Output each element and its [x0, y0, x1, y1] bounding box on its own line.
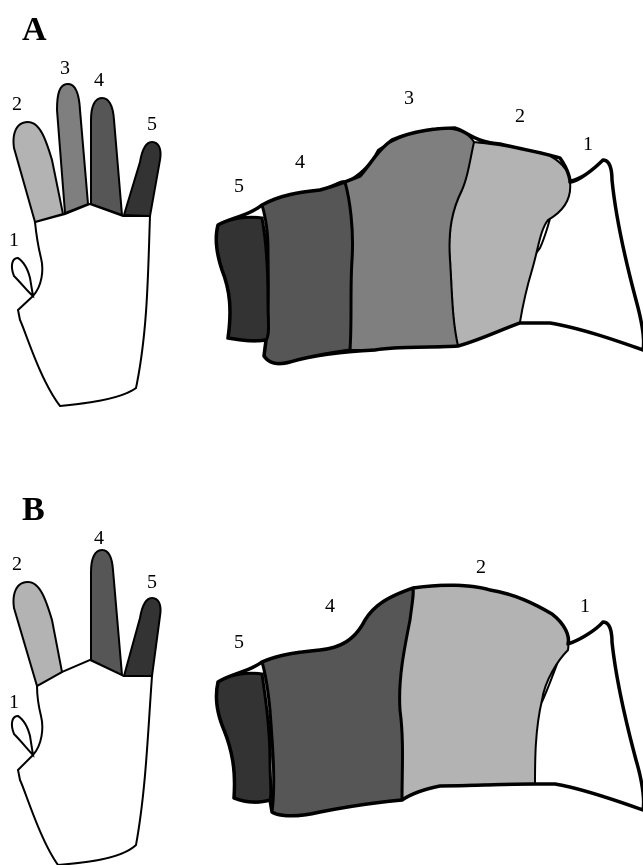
panel-a-hand-label-2: 2 — [12, 93, 22, 115]
panel-b-finger-2 — [14, 582, 62, 686]
panel-a-letter: A — [22, 11, 47, 48]
panel-b-hand-label-1: 1 — [9, 691, 19, 713]
panel-a-hand: 1 2 3 4 5 — [9, 57, 161, 406]
panel-a-map-label-4: 4 — [295, 151, 305, 173]
panel-a-hand-label-3: 3 — [60, 57, 70, 79]
panel-a-map: 5 4 3 2 1 — [216, 87, 643, 364]
panel-a-finger-5 — [124, 142, 161, 216]
panel-b-letter: B — [22, 491, 45, 528]
panel-a-hand-label-1: 1 — [9, 229, 19, 251]
panel-b-hand: 1 2 4 5 — [9, 527, 161, 865]
panel-a-hand-label-4: 4 — [94, 69, 104, 91]
panel-a-hand-thumb — [12, 258, 33, 296]
panel-a-finger-4 — [91, 98, 122, 215]
panel-b-hand-thumb — [12, 716, 33, 755]
panel-a-hand-palm — [18, 204, 150, 406]
panel-a-map-label-1: 1 — [583, 133, 593, 155]
panel-b-map-label-5: 5 — [234, 631, 244, 653]
panel-a-finger-3 — [57, 84, 88, 213]
panel-b-region-4 — [262, 588, 413, 816]
panel-b-finger-5 — [124, 598, 161, 676]
panel-b-hand-label-5: 5 — [147, 571, 157, 593]
panel-b-region-5 — [216, 673, 270, 802]
panel-a-map-label-2: 2 — [515, 105, 525, 127]
panel-a-map-label-5: 5 — [234, 175, 244, 197]
panel-b-map-label-2: 2 — [476, 556, 486, 578]
panel-a: A 1 2 3 4 5 5 4 3 2 1 — [9, 11, 643, 406]
panel-b-map: 5 4 2 1 — [216, 556, 643, 816]
panel-a-map-label-3: 3 — [404, 87, 414, 109]
panel-b-hand-label-4: 4 — [94, 527, 104, 549]
panel-a-region-4 — [262, 182, 353, 364]
panel-b-map-label-4: 4 — [325, 595, 335, 617]
panel-b: B 1 2 4 5 5 4 2 1 — [9, 491, 643, 865]
panel-b-map-label-1: 1 — [580, 595, 590, 617]
panel-b-hand-palm — [18, 660, 152, 865]
panel-a-finger-2 — [14, 122, 63, 222]
panel-a-hand-label-5: 5 — [147, 113, 157, 135]
panel-b-hand-label-2: 2 — [12, 553, 22, 575]
panel-b-finger-4 — [91, 550, 122, 675]
